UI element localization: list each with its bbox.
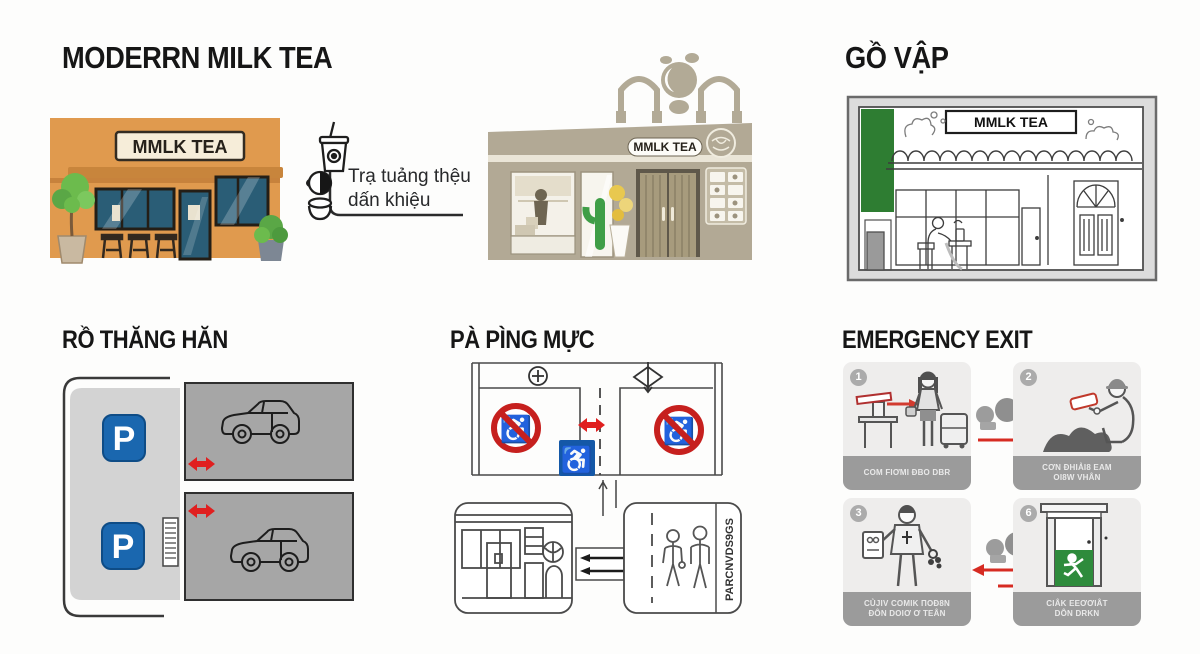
arch-door (1073, 180, 1124, 266)
debris-mound (1043, 427, 1112, 452)
svg-text:P: P (113, 420, 136, 458)
flagship-sign-board (627, 137, 703, 157)
lot-driveway (70, 388, 180, 600)
step-number-badge: 3 (850, 505, 867, 522)
card-icon (862, 531, 884, 559)
no-wheelchair-sign-icon: ♿ (654, 405, 704, 455)
title-parking-left: RỒ THĂNG HĂN (62, 326, 228, 354)
double-doors (636, 169, 700, 257)
roof-arches (616, 76, 742, 123)
store-sign-text: MMLK TEA (133, 137, 228, 157)
shop-plan (454, 502, 573, 614)
worker-figure (1069, 379, 1135, 444)
lot-outline (471, 362, 723, 476)
step1-illustration (855, 371, 968, 449)
keys-icon (928, 549, 942, 569)
boba-mascot-icon (660, 53, 699, 114)
milk-tea-note-icons (306, 121, 463, 221)
path-connector (598, 480, 617, 516)
potted-bush (254, 215, 288, 261)
step-caption: CIÂK EEƠƠIÂT DÔN DRKN (1013, 592, 1141, 626)
emergency-step-panel: 1 COM FIƠMI ĐBO DBR (843, 362, 971, 490)
resident-figure (880, 505, 933, 587)
accessible-parking-diagram: ♿ ♿ ♿ (454, 362, 742, 614)
milk-tea-cup-icon (318, 121, 350, 173)
parking-sign-icon: P (102, 414, 146, 462)
title-parking-mid: PÀ PÌNG MỰC (450, 326, 595, 354)
store-window (94, 187, 176, 231)
title-modern-milk-tea: MODERRN MILK TEA (62, 40, 333, 75)
plus-circle-icon (528, 366, 548, 386)
flagship-sign-text: MMLK TEA (633, 140, 697, 154)
lot-outline (62, 376, 170, 618)
wheelchair-sign-icon: ♿ (559, 440, 595, 476)
suitcase-icon (940, 413, 968, 449)
bush-outlines (904, 111, 1119, 141)
grate-icon (162, 517, 179, 567)
step-caption: COM FIƠMI ĐBO DBR (843, 456, 971, 490)
govap-sign-text: MMLK TEA (974, 114, 1048, 130)
pedestrian-figure (690, 525, 710, 589)
tool-icon (1069, 392, 1099, 411)
taupe-storefront-illustration: MMLK TEA (488, 53, 752, 260)
step2-illustration (1043, 379, 1135, 452)
note-text-line1: Trạ tuảng thệu (348, 166, 471, 187)
emergency-step-panel: 6 CIÂK EEƠƠIÂT DÔN DRKN (1013, 498, 1141, 626)
emergency-step-panel: 2 CƠN ĐHIẢI8 EAM OI8W VHÂN (1013, 362, 1141, 490)
svg-text:P: P (112, 528, 135, 566)
potted-tree (52, 173, 95, 264)
flagship-window (510, 171, 576, 237)
note-text-line2: dấn khiệu (348, 190, 431, 211)
pedestrian-figure (662, 529, 686, 587)
menu-board (705, 167, 747, 225)
step-number-badge: 1 (850, 369, 867, 386)
title-go-vap: GỒ VẬP (845, 40, 949, 75)
walkway-vertical-label: PARCNVDS9GS (724, 518, 736, 601)
store-sign-board (114, 130, 246, 162)
parking-stall (184, 492, 354, 601)
step-caption: CỦJIV COMIK ΠOĐ8N ĐÔN DOIƠ Ơ TEÂN (843, 592, 971, 626)
orange-storefront-illustration: MMLK TEA (50, 118, 288, 264)
red-double-arrow-icon (188, 457, 215, 471)
govap-framed-drawing: MMLK TEA (846, 95, 1158, 282)
store-window (214, 175, 270, 227)
car-icon (229, 528, 309, 572)
step4-illustration (1040, 503, 1108, 587)
govap-sign-board (944, 109, 1078, 135)
red-double-arrow-icon (188, 504, 215, 518)
svg-text:♿: ♿ (561, 445, 593, 475)
store-door (178, 189, 212, 261)
diamond-arrow-icon (632, 362, 664, 394)
red-double-arrow-icon (578, 418, 605, 432)
parking-lot-diagram: P P (62, 376, 354, 618)
step3-illustration (862, 505, 942, 587)
bowl-icon (307, 197, 333, 221)
round-logo-icon (706, 128, 736, 158)
title-emergency-exit: EMERGENCY EXIT (842, 326, 1033, 354)
running-man-icon (1063, 553, 1084, 578)
step-number-badge: 6 (1020, 505, 1037, 522)
exit-door-icon (1040, 503, 1108, 587)
parking-sign-icon: P (101, 522, 145, 570)
emergency-step-panel: 3 CỦJIV COMIK ΠOĐ8N ĐÔN DOIƠ Ơ TEÂN (843, 498, 971, 626)
turnstile-icon (855, 391, 898, 448)
step-caption: CƠN ĐHIẢI8 EAM OI8W VHÂN (1013, 456, 1141, 490)
bar-stools (100, 233, 178, 259)
green-column (861, 109, 894, 212)
cactus-plant (582, 198, 605, 250)
storefront-lines (895, 175, 1049, 266)
walkway-plan: PARCNVDS9GS (623, 502, 742, 614)
seated-person (917, 216, 972, 271)
step-number-badge: 2 (1020, 369, 1037, 386)
flower-pot (609, 185, 633, 258)
tiled-roof (886, 150, 1142, 170)
car-icon (220, 400, 300, 444)
kiosk-box (866, 231, 885, 271)
traveler-figure (905, 371, 943, 446)
no-wheelchair-sign-icon: ♿ (491, 403, 541, 453)
fruit-icon (306, 170, 333, 196)
